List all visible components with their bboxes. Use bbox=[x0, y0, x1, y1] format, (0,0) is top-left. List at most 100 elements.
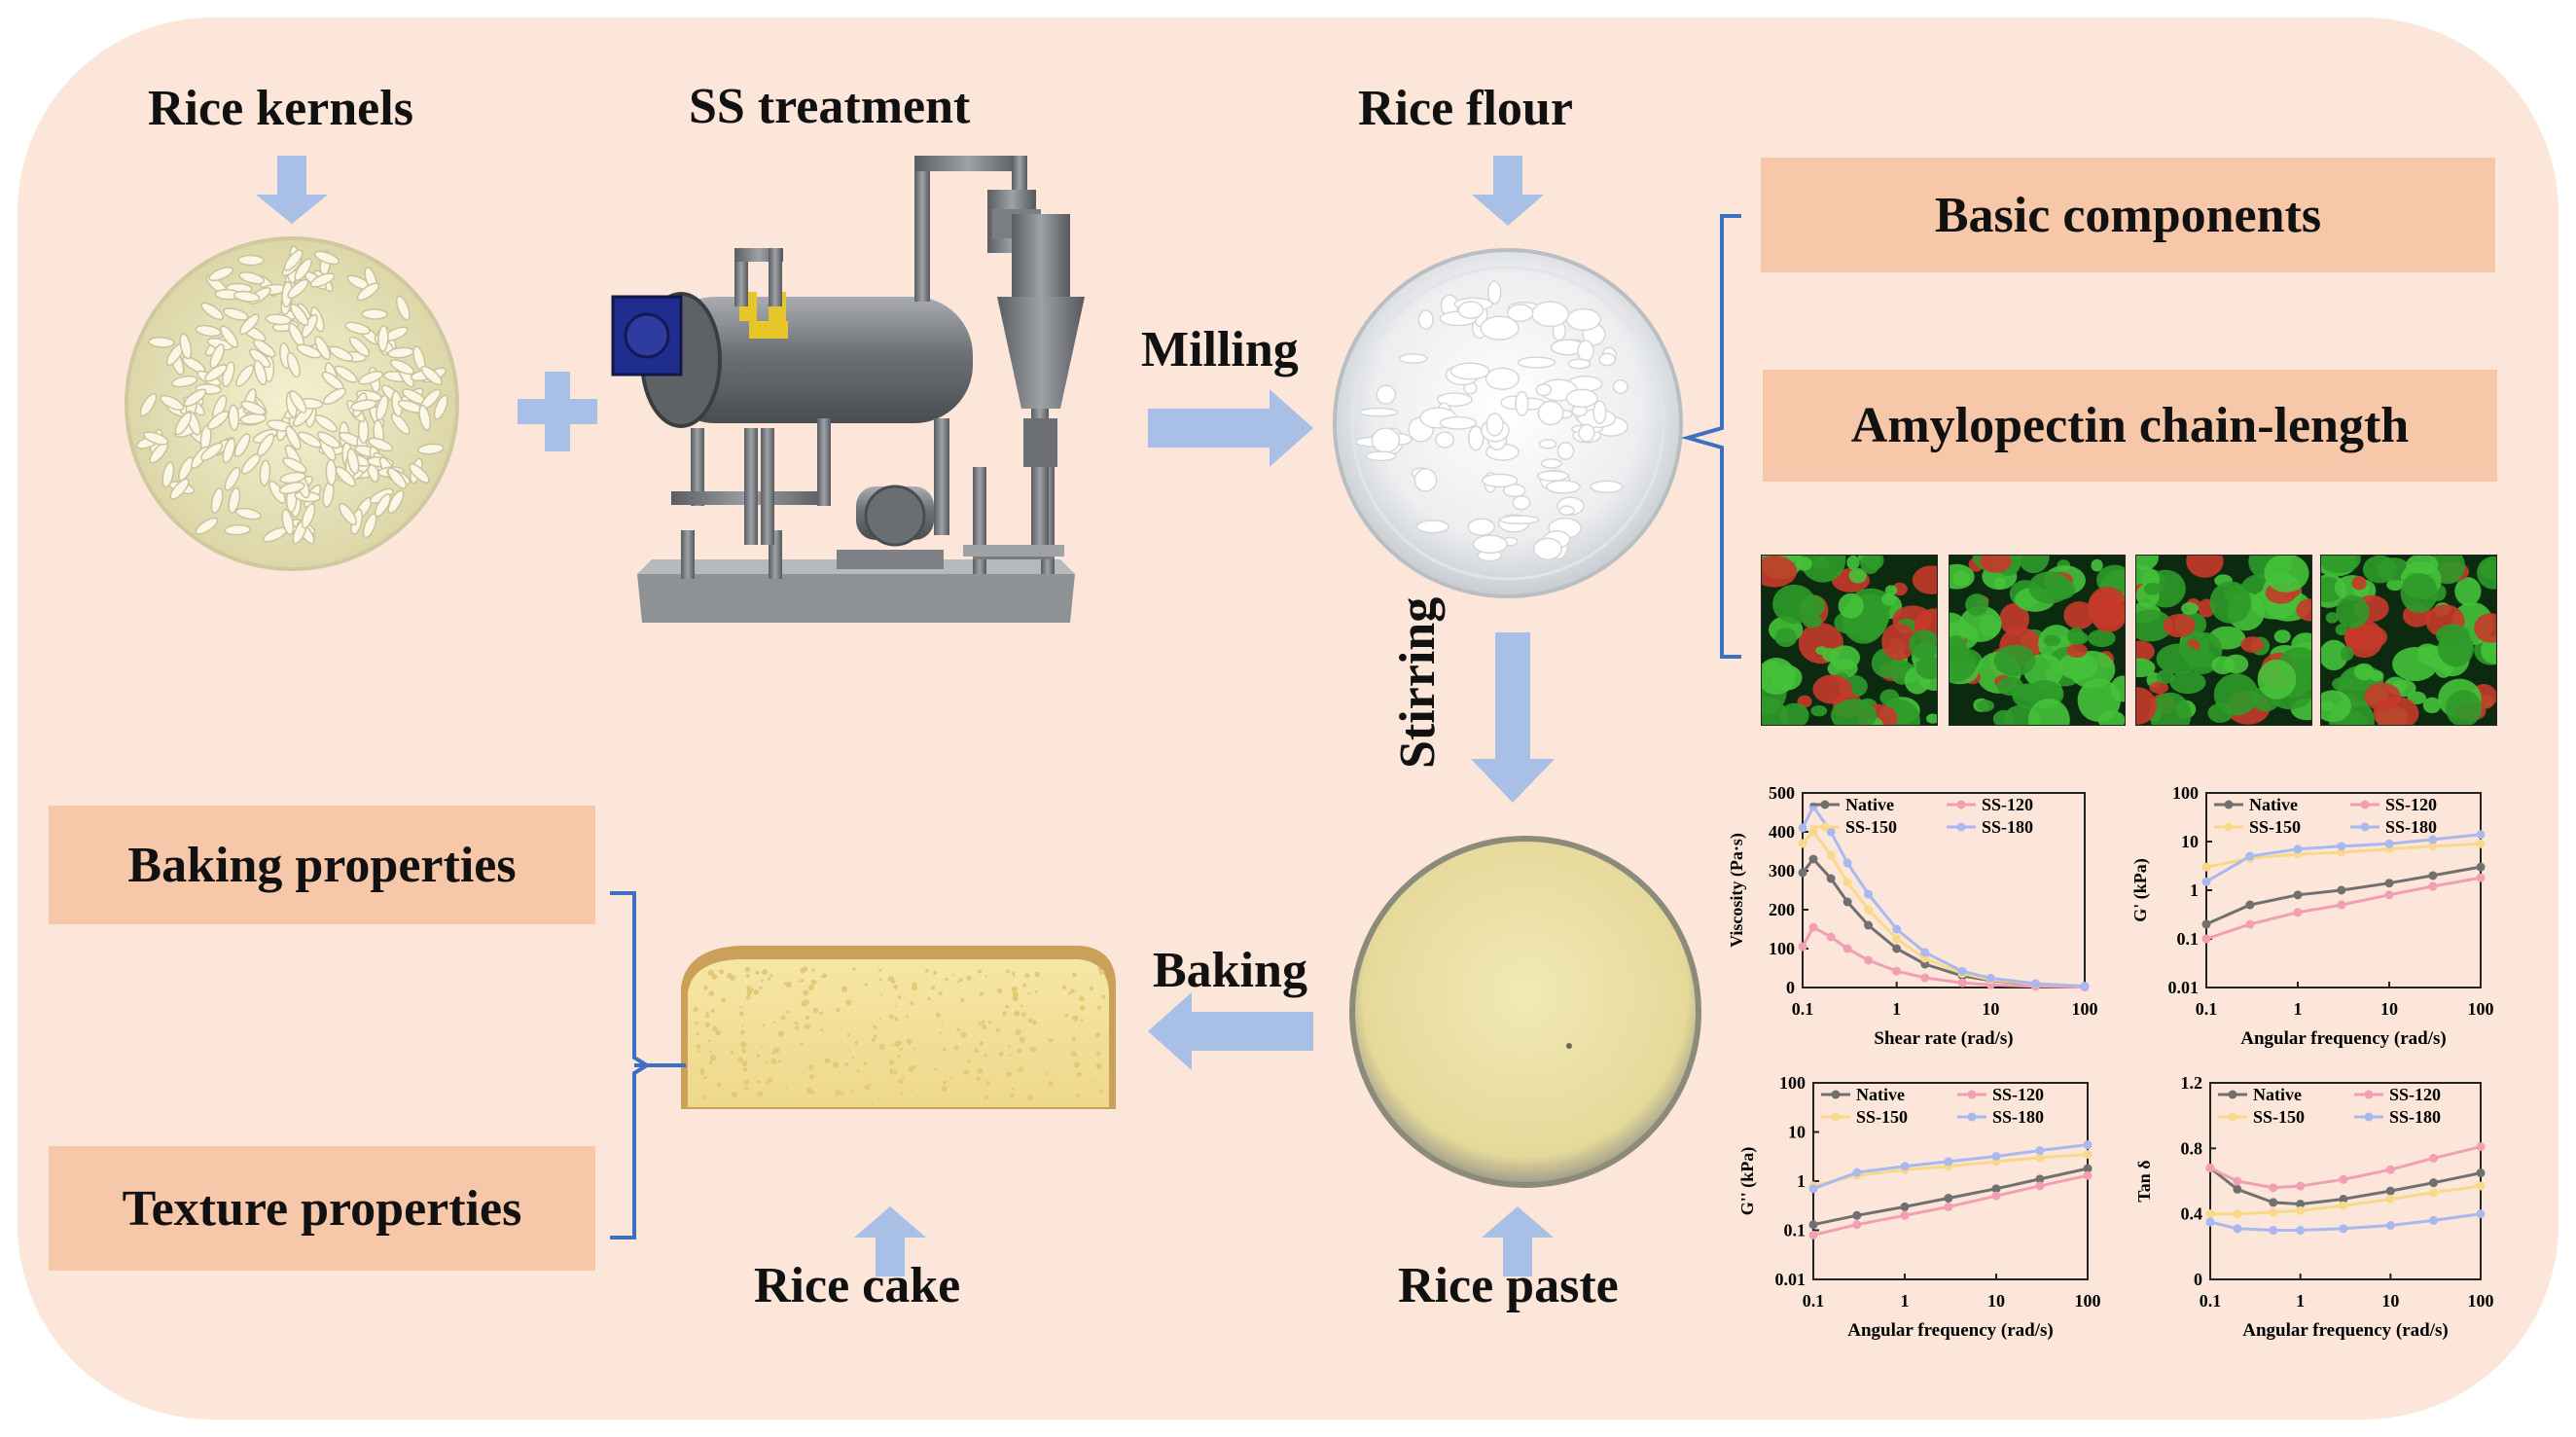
y-tick-label: 1.2 bbox=[2181, 1073, 2203, 1093]
milling-label: Milling bbox=[1141, 322, 1299, 377]
y-tick-label: 100 bbox=[1779, 1073, 1806, 1093]
legend-label: Native bbox=[1856, 1085, 1905, 1104]
data-point bbox=[1991, 1191, 2001, 1201]
data-point bbox=[2296, 1205, 2306, 1215]
legend-label: SS-180 bbox=[2389, 1107, 2441, 1127]
data-point bbox=[2233, 1184, 2242, 1194]
data-point bbox=[2245, 851, 2255, 861]
amylopectin-box: Amylopectin chain-length bbox=[1763, 370, 2497, 482]
series-line-ss-120 bbox=[2209, 1145, 2482, 1190]
x-axis-label: Shear rate (rad/s) bbox=[1874, 1028, 2013, 1049]
flour-analysis-bracket bbox=[1680, 214, 1741, 659]
data-point bbox=[2201, 919, 2211, 929]
data-point bbox=[1798, 868, 1807, 878]
texture-properties-box: Texture properties bbox=[49, 1146, 595, 1271]
y-tick-label: 1 bbox=[1797, 1171, 1806, 1191]
data-point bbox=[2201, 862, 2211, 872]
data-point bbox=[2083, 1150, 2093, 1160]
data-point bbox=[1864, 920, 1874, 930]
data-point bbox=[2339, 1201, 2348, 1210]
data-point bbox=[1798, 942, 1807, 952]
data-point bbox=[2385, 1195, 2395, 1204]
data-point bbox=[2030, 979, 2040, 988]
up-arrow-paste bbox=[1482, 1206, 1554, 1276]
y-tick-label: 10 bbox=[1788, 1123, 1806, 1142]
data-point bbox=[2233, 1224, 2242, 1234]
data-point bbox=[2385, 1186, 2395, 1196]
data-point bbox=[1944, 1157, 1953, 1167]
legend-label: Native bbox=[1845, 795, 1894, 814]
data-point bbox=[2339, 1174, 2348, 1184]
stirring-arrow bbox=[1471, 632, 1555, 803]
legend-label: SS-150 bbox=[1856, 1107, 1908, 1127]
data-point bbox=[1957, 978, 1967, 988]
data-point bbox=[2245, 919, 2255, 929]
data-point bbox=[1944, 1202, 1953, 1211]
data-point bbox=[1808, 1220, 1818, 1230]
data-point bbox=[2428, 835, 2438, 844]
data-point bbox=[2083, 1164, 2093, 1173]
data-point bbox=[1826, 932, 1836, 942]
data-point bbox=[2080, 982, 2090, 991]
y-tick-label: 500 bbox=[1769, 783, 1795, 803]
data-point bbox=[2035, 1153, 2045, 1163]
legend-label: SS-150 bbox=[2249, 817, 2301, 837]
data-point bbox=[2201, 934, 2211, 944]
data-point bbox=[2476, 862, 2486, 872]
legend-label: SS-120 bbox=[1992, 1085, 2044, 1104]
legend-label: SS-180 bbox=[1992, 1107, 2044, 1127]
data-point bbox=[2083, 1170, 2093, 1180]
data-point bbox=[2293, 844, 2303, 854]
x-tick-label: 1 bbox=[2296, 1291, 2305, 1311]
data-point bbox=[1826, 850, 1836, 860]
x-tick-label: 1 bbox=[1901, 1291, 1910, 1311]
data-point bbox=[1864, 889, 1874, 899]
rice-paste-image bbox=[1349, 836, 1701, 1188]
y-tick-label: 100 bbox=[1769, 939, 1795, 958]
y-tick-label: 0 bbox=[2194, 1270, 2202, 1289]
y-tick-label: 300 bbox=[1769, 861, 1795, 880]
rice-kernels-image bbox=[125, 236, 459, 571]
data-point bbox=[1852, 1220, 1862, 1230]
data-point bbox=[2476, 1181, 2486, 1191]
data-point bbox=[2269, 1226, 2278, 1235]
ss-treatment-machine-image bbox=[611, 156, 1085, 623]
data-point bbox=[1843, 858, 1852, 868]
data-point bbox=[2083, 1140, 2093, 1150]
x-tick-label: 10 bbox=[2381, 1291, 2399, 1311]
data-point bbox=[1991, 1184, 2001, 1194]
data-point bbox=[1808, 1184, 1818, 1194]
data-point bbox=[2293, 890, 2303, 900]
y-tick-label: 0.01 bbox=[2168, 978, 2200, 997]
data-point bbox=[2339, 1224, 2348, 1234]
data-point bbox=[1944, 1194, 1953, 1203]
data-point bbox=[2035, 1146, 2045, 1156]
data-point bbox=[1826, 827, 1836, 837]
legend-label: SS-180 bbox=[2385, 817, 2437, 837]
data-point bbox=[1900, 1162, 1910, 1171]
data-point bbox=[2429, 1178, 2439, 1188]
down-arrow-flour bbox=[1472, 156, 1544, 226]
data-point bbox=[2384, 839, 2394, 848]
rice-kernels-label: Rice kernels bbox=[148, 81, 413, 136]
data-point bbox=[1900, 1210, 1910, 1220]
y-tick-label: 0.1 bbox=[1784, 1221, 1807, 1240]
data-point bbox=[2205, 1217, 2215, 1227]
data-point bbox=[1892, 966, 1902, 976]
chart-frame bbox=[1802, 792, 2086, 988]
plus-icon bbox=[518, 372, 597, 451]
y-axis-label: Viscosity (Pa·s) bbox=[1727, 833, 1747, 948]
down-arrow-kernels bbox=[256, 156, 328, 224]
data-point bbox=[1808, 922, 1818, 932]
micrograph-native bbox=[1761, 555, 1938, 726]
data-point bbox=[2384, 890, 2394, 900]
rice-flour-label: Rice flour bbox=[1358, 81, 1573, 136]
data-point bbox=[1852, 1210, 1862, 1220]
y-tick-label: 1 bbox=[2190, 880, 2199, 900]
data-point bbox=[2339, 1195, 2348, 1204]
